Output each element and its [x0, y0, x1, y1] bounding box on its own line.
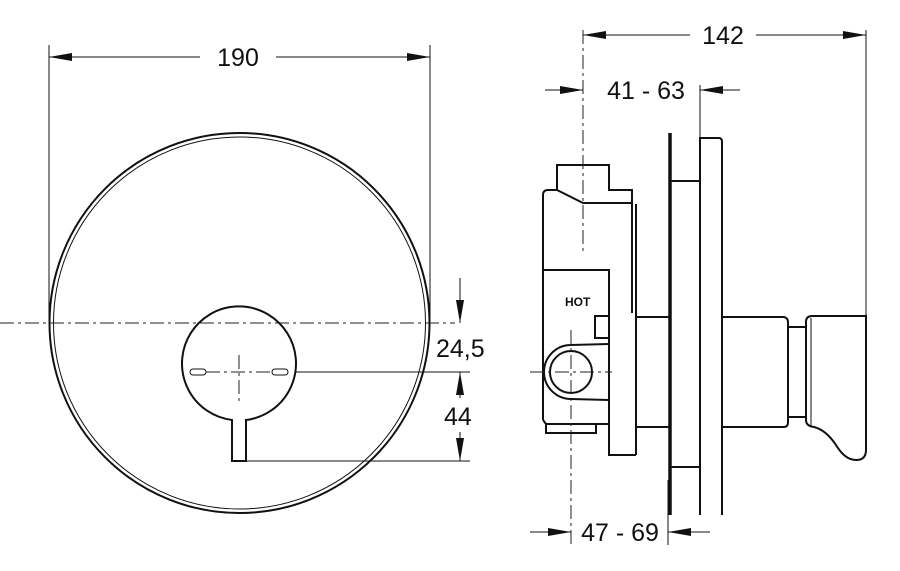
handle-shaft: [723, 316, 789, 428]
dim-knob-offset: 24,5: [436, 335, 485, 363]
knob-slot-left: [189, 368, 207, 376]
cover-plate: [699, 137, 723, 515]
side-view: HOT 142 41 - 63 47: [530, 22, 867, 547]
dim-overall-depth: 142: [702, 22, 744, 50]
dim-knob-to-stem: 44: [444, 403, 472, 431]
front-view: 190 24,5 44: [0, 44, 485, 514]
dim-wall-range-top: 41 - 63: [607, 77, 685, 105]
hot-label: HOT: [565, 295, 591, 309]
knob-outline: [181, 305, 297, 462]
knob-slot-right: [271, 368, 289, 376]
handle-lever: [805, 315, 867, 462]
dim-wall-range-bottom: 47 - 69: [581, 519, 659, 547]
dim-diameter: 190: [217, 44, 259, 72]
valve-body: [542, 189, 633, 420]
